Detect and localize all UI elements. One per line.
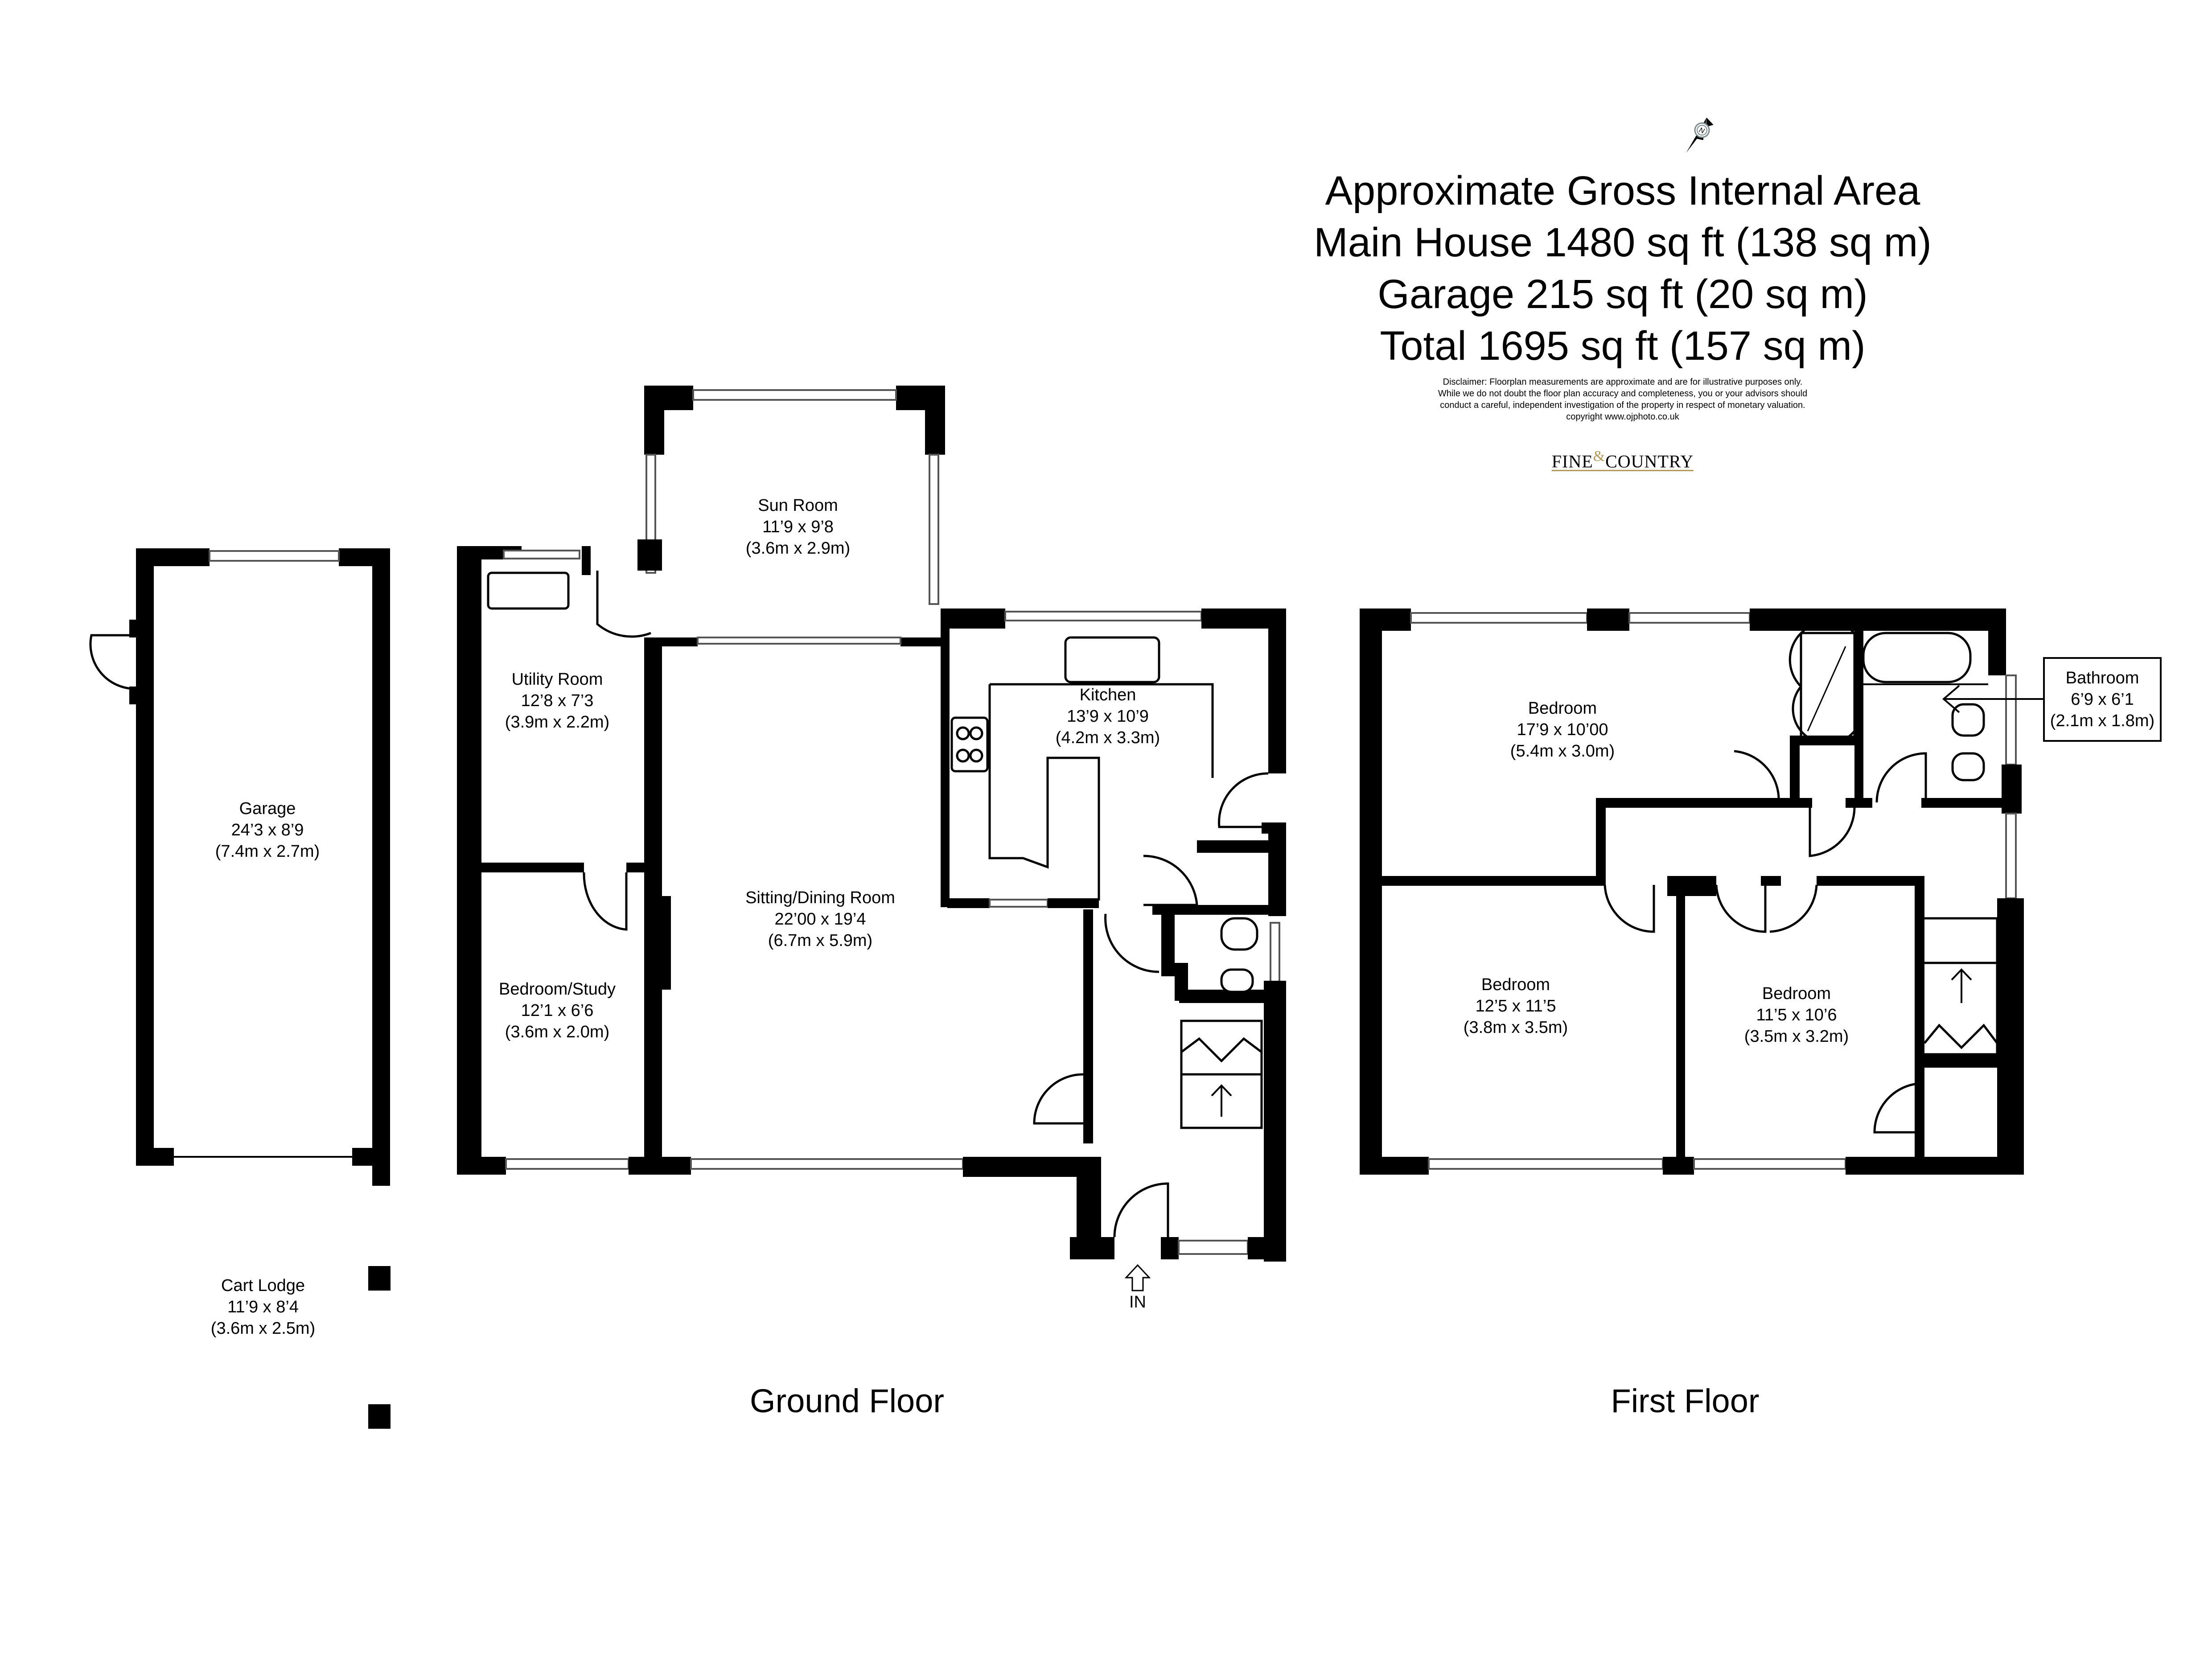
disclaimer-line: conduct a careful, independent investiga… [1440,400,1805,410]
room-metric: (3.6m x 2.9m) [745,539,851,558]
room-imperial: 22’00 x 19’4 [774,910,866,929]
logo-word-country: COUNTRY [1605,451,1694,472]
room-label-bedroom-1: Bedroom 17’9 x 10’00 (5.4m x 3.0m) [1510,698,1615,762]
room-name: Garage [239,799,296,818]
room-name: Utility Room [511,670,603,689]
room-imperial: 11’5 x 10’6 [1756,1006,1837,1024]
room-imperial: 12’8 x 7’3 [521,691,594,710]
ground-floor-title: Ground Floor [750,1382,944,1419]
room-label-garage: Garage 24’3 x 8’9 (7.4m x 2.7m) [215,798,320,862]
room-name: Bedroom [1481,975,1550,994]
room-name: Bedroom/Study [499,980,616,999]
garage-outline [89,548,390,1186]
room-metric: (5.4m x 3.0m) [1510,742,1615,761]
area-summary: Approximate Gross Internal Area Main Hou… [1314,165,1932,423]
room-label-sun-room: Sun Room 11’9 x 9’8 (3.6m x 2.9m) [746,495,850,559]
room-imperial: 17’9 x 10’00 [1517,720,1608,739]
copyright-line: copyright www.ojphoto.co.uk [1566,412,1679,422]
logo-underline [1551,470,1694,472]
main-house-area: Main House 1480 sq ft (138 sq m) [1314,220,1932,265]
room-metric: (3.8m x 3.5m) [1463,1018,1568,1037]
room-metric: (3.9m x 2.2m) [505,713,610,732]
room-name: Sun Room [758,496,838,515]
bathroom-callout: Bathroom 6’9 x 6’1 (2.1m x 1.8m) [2043,657,2162,742]
room-metric: (2.1m x 1.8m) [2050,711,2155,730]
room-label-kitchen: Kitchen 13’9 x 10’9 (4.2m x 3.3m) [1056,684,1160,748]
room-imperial: 11’9 x 8’4 [227,1298,299,1316]
room-imperial: 24’3 x 8’9 [231,821,304,839]
first-floor-title: First Floor [1611,1382,1760,1419]
north-arrow-icon: N [1686,117,1714,153]
room-metric: (3.5m x 3.2m) [1744,1027,1849,1046]
disclaimer-line: Disclaimer: Floorplan measurements are a… [1443,377,1803,387]
cart-lodge-post [368,1404,391,1429]
room-imperial: 6’9 x 6’1 [2071,690,2134,709]
room-name: Bedroom [1528,699,1597,718]
total-area: Total 1695 sq ft (157 sq m) [1380,323,1866,369]
room-label-utility-room: Utility Room 12’8 x 7’3 (3.9m x 2.2m) [505,669,609,733]
room-metric: (3.6m x 2.0m) [505,1023,610,1041]
room-name: Kitchen [1079,686,1136,704]
first-floor-walls [1360,609,2043,1175]
room-imperial: 12’5 x 11’5 [1475,997,1556,1016]
room-imperial: 12’1 x 6’6 [521,1001,594,1020]
room-metric: (6.7m x 5.9m) [768,931,873,950]
fine-country-logo: FINE&COUNTRY [1551,448,1694,472]
room-name: Sitting/Dining Room [745,888,895,907]
room-imperial: 13’9 x 10’9 [1067,707,1149,726]
entrance-arrow-icon [1124,1264,1151,1291]
area-heading: Approximate Gross Internal Area [1325,168,1920,214]
cart-lodge-post [368,1266,391,1291]
room-label-sitting-dining-room: Sitting/Dining Room 22’00 x 19’4 (6.7m x… [745,887,895,951]
room-metric: (4.2m x 3.3m) [1055,728,1160,747]
garage-area: Garage 215 sq ft (20 sq m) [1377,271,1868,317]
room-name: Bedroom [1762,984,1831,1003]
room-label-bedroom-study: Bedroom/Study 12’1 x 6’6 (3.6m x 2.0m) [499,979,616,1043]
room-metric: (3.6m x 2.5m) [210,1319,316,1338]
room-label-bedroom-2: Bedroom 12’5 x 11’5 (3.8m x 3.5m) [1464,974,1568,1038]
room-name: Cart Lodge [221,1276,305,1295]
disclaimer: Disclaimer: Floorplan measurements are a… [1314,376,1932,423]
room-metric: (7.4m x 2.7m) [215,842,320,861]
logo-ampersand: & [1593,448,1606,465]
disclaimer-line: While we do not doubt the floor plan acc… [1438,389,1808,399]
room-label-bedroom-3: Bedroom 11’5 x 10’6 (3.5m x 3.2m) [1744,983,1849,1047]
entrance-label: IN [1129,1293,1146,1312]
room-imperial: 11’9 x 9’8 [762,518,834,536]
logo-word-fine: FINE [1551,451,1593,472]
room-name: Bathroom [2065,669,2139,687]
room-label-cart-lodge: Cart Lodge 11’9 x 8’4 (3.6m x 2.5m) [211,1275,315,1339]
ground-floor-walls [457,386,1286,1291]
